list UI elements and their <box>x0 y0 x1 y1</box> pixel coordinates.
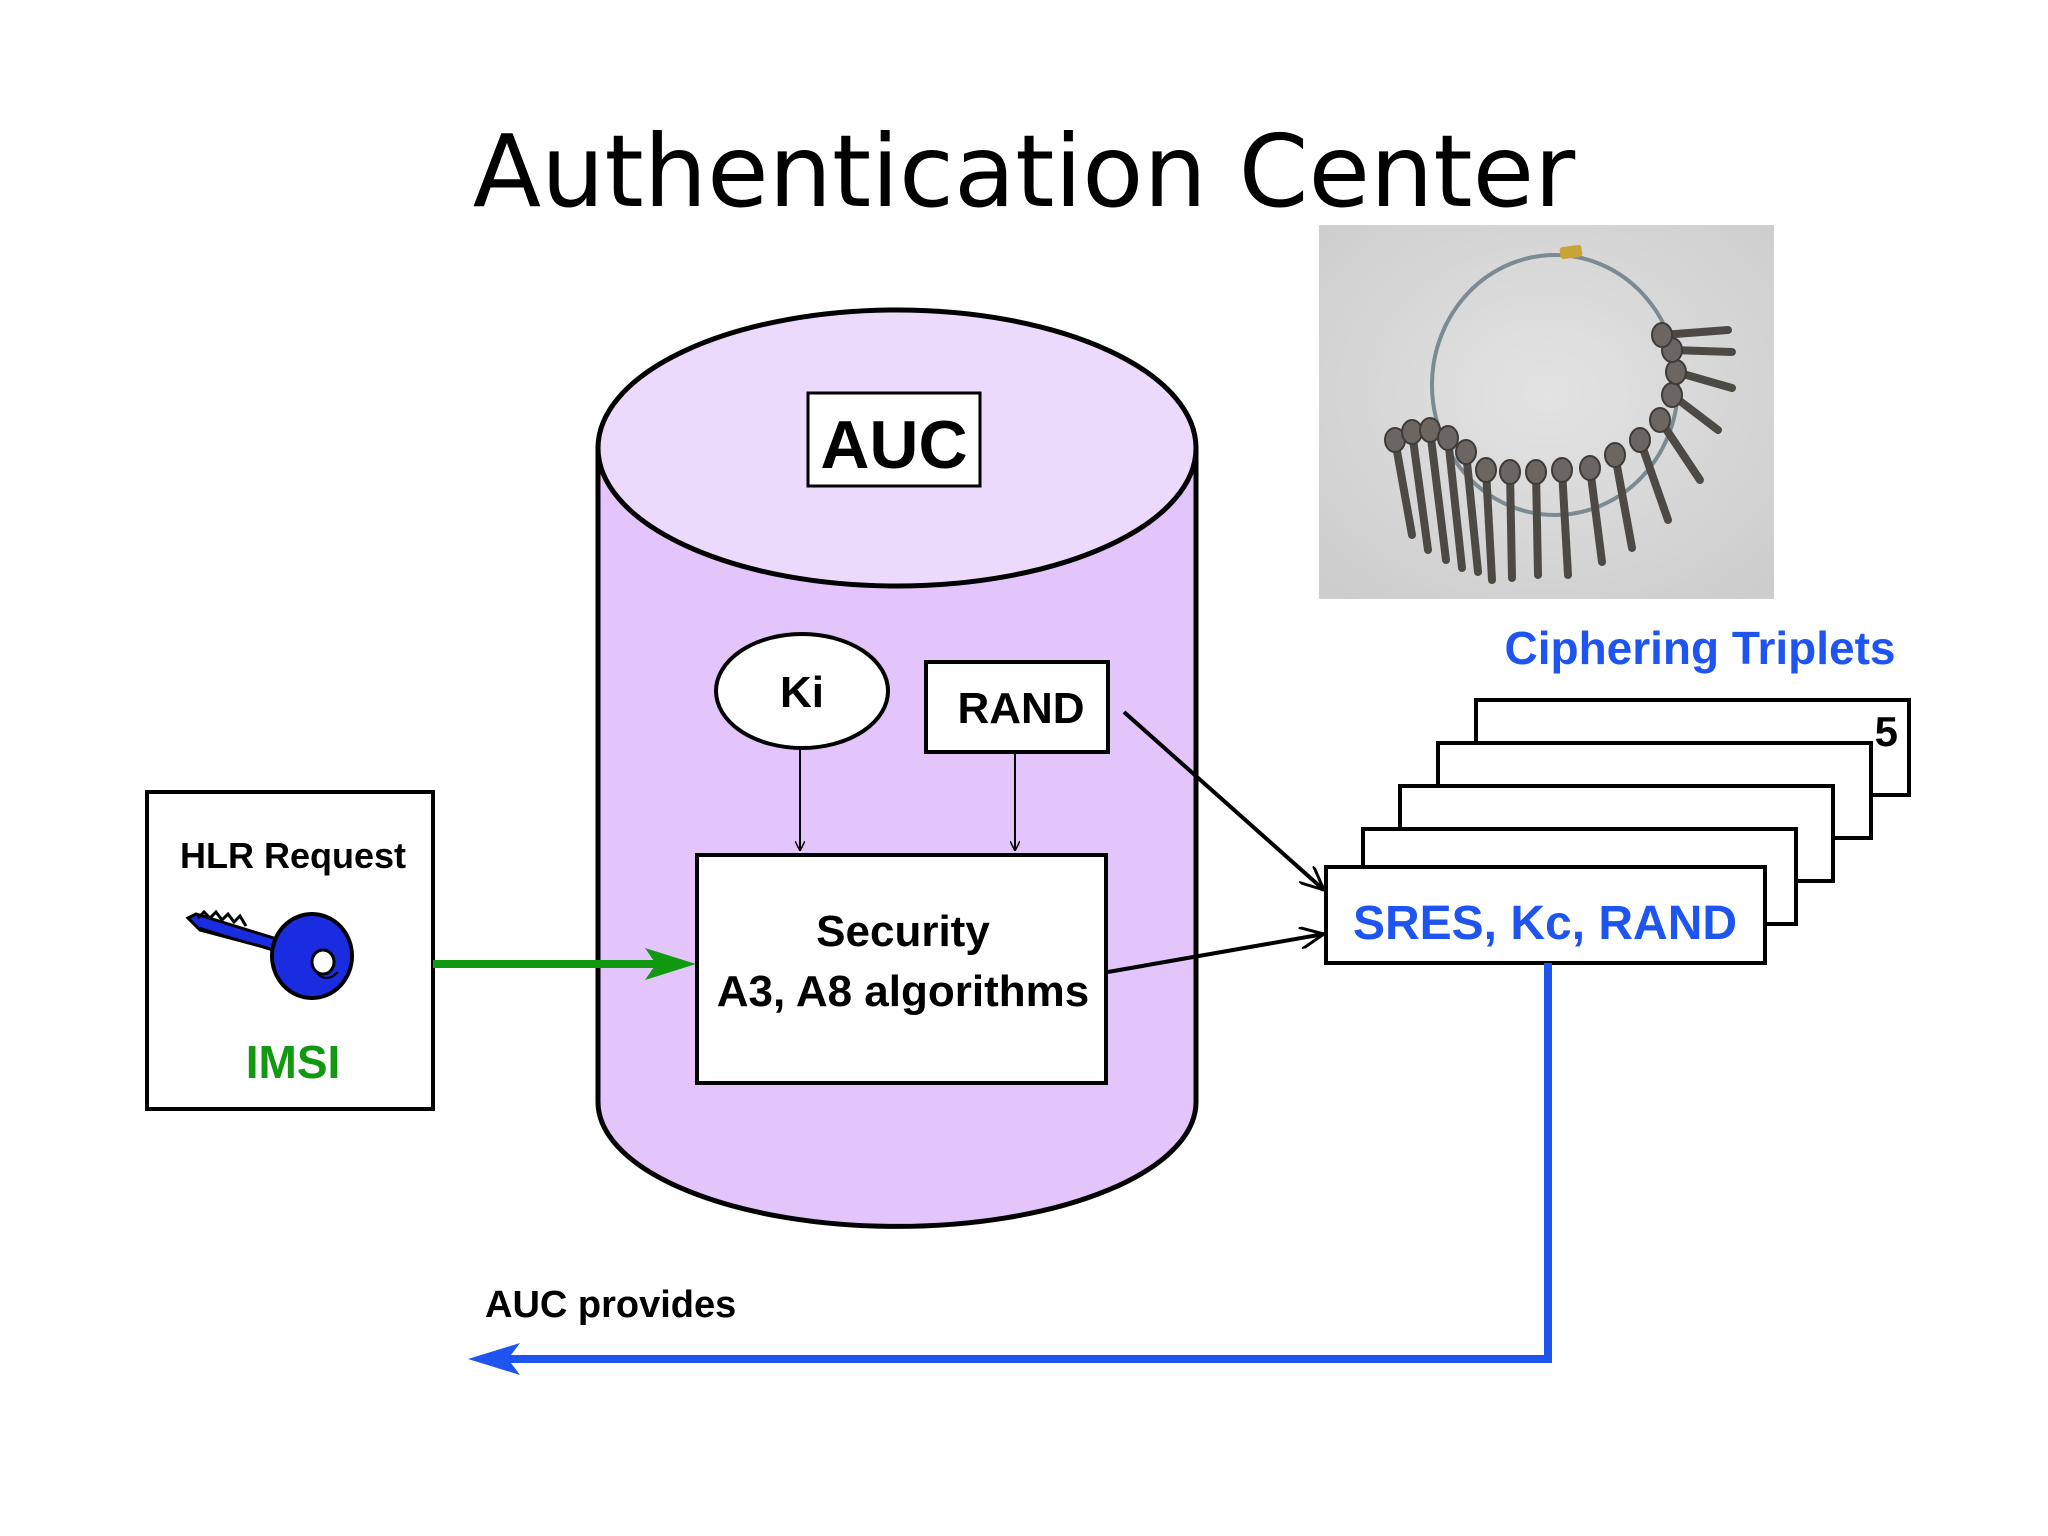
auc-label: AUC <box>820 407 967 483</box>
auc-output-arrow <box>468 963 1552 1375</box>
key-icon <box>185 909 354 1000</box>
triplet-stack: 5 SRES, Kc, RAND <box>1324 698 1911 965</box>
rand-node: RAND <box>924 660 1110 754</box>
imsi-input-arrow <box>433 948 696 980</box>
triplet-count-label: 5 <box>1875 708 1898 755</box>
triplet-front-label: SRES, Kc, RAND <box>1353 897 1737 950</box>
imsi-label: IMSI <box>246 1036 341 1088</box>
auc-label-box: AUC <box>806 391 982 488</box>
security-line2: A3, A8 algorithms <box>717 967 1089 1016</box>
auc-provides-label: AUC provides <box>485 1284 736 1326</box>
security-line1: Security <box>816 907 990 956</box>
ki-label: Ki <box>780 668 824 717</box>
triplet-card-1 <box>1324 865 1767 965</box>
rand-label: RAND <box>957 684 1084 733</box>
slide-title: Authentication Center <box>472 113 1576 230</box>
hlr-request-label: HLR Request <box>180 835 406 876</box>
security-node: Security A3, A8 algorithms <box>695 853 1108 1085</box>
key-ring-photo <box>1319 225 1774 599</box>
rand-to-triplets-arrow <box>1122 710 1324 890</box>
hlr-request-box: HLR Request IMSI <box>145 790 435 1111</box>
ciphering-triplets-title: Ciphering Triplets <box>1504 622 1895 674</box>
security-to-triplets-arrow <box>1107 934 1324 974</box>
ki-node: Ki <box>714 632 890 750</box>
